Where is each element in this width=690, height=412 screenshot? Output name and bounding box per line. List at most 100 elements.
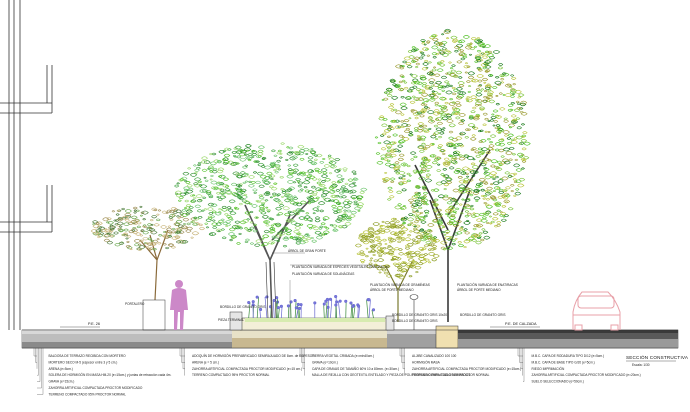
leaf-mark: [247, 153, 253, 157]
leaf-mark: [244, 180, 249, 183]
plant-stem: [296, 307, 299, 319]
leaf-mark: [436, 212, 443, 217]
leaf-mark: [449, 154, 454, 158]
leaf-mark: [365, 247, 369, 250]
leaf-mark: [403, 86, 409, 90]
leaf-mark: [510, 190, 515, 193]
leaf-mark: [204, 179, 209, 182]
leaf-mark: [464, 45, 473, 50]
section-scale: Escala: 1/30: [632, 363, 650, 367]
leaf-mark: [497, 83, 502, 86]
leaf-mark: [484, 60, 492, 65]
leaf-mark: [321, 174, 329, 178]
tree-label-6: PLANTACIÓN VARIADA DE ENATIRACAS: [457, 282, 518, 287]
leaf-mark: [448, 160, 453, 163]
leaf-mark: [492, 217, 499, 221]
leaf-mark: [403, 56, 411, 61]
leaf-mark: [389, 103, 395, 106]
leaf-mark: [418, 91, 423, 94]
flower-head: [294, 306, 298, 310]
leaf-mark: [320, 168, 328, 172]
leaf-mark: [274, 222, 282, 227]
leaf-mark: [124, 218, 130, 222]
leaf-mark: [435, 181, 444, 186]
leaf-mark: [100, 229, 107, 233]
leaf-mark: [228, 232, 236, 236]
leaf-mark: [520, 158, 526, 161]
leaf-mark: [443, 174, 450, 178]
leaf-mark: [386, 93, 393, 97]
leaf-mark: [493, 186, 501, 190]
leaf-mark: [411, 208, 419, 212]
leaf-mark: [423, 230, 428, 233]
leaf-mark: [406, 262, 412, 266]
leaf-mark: [318, 201, 326, 206]
leaf-mark: [514, 89, 522, 94]
leaf-mark: [451, 86, 456, 90]
leaf-mark: [515, 117, 521, 120]
leaf-mark: [255, 239, 263, 243]
flower-head: [371, 308, 376, 312]
leaf-mark: [254, 160, 259, 163]
leaf-mark: [479, 44, 487, 48]
leaf-mark: [483, 167, 490, 172]
leaf-mark: [183, 191, 188, 194]
leaf-mark: [247, 158, 252, 162]
mid-label-6: BORDILLO DE GRANITO GRIS: [460, 313, 505, 317]
leaf-mark: [426, 169, 430, 172]
leaf-mark: [98, 226, 106, 231]
leaf-mark: [450, 35, 458, 40]
leaf-mark: [400, 106, 408, 111]
leaf-mark: [419, 114, 425, 118]
leaf-mark: [312, 226, 320, 231]
leaf-mark: [369, 235, 375, 238]
leaf-mark: [430, 97, 435, 100]
leaf-mark: [424, 85, 431, 89]
leaf-mark: [253, 171, 258, 174]
flower-head: [286, 304, 290, 308]
leaf-mark: [176, 228, 183, 232]
leaf-mark: [445, 90, 453, 95]
leaf-mark: [346, 200, 353, 205]
leaf-mark: [139, 239, 144, 243]
leaf-mark: [492, 49, 501, 54]
leaf-mark: [484, 63, 489, 67]
leaf-mark: [482, 230, 489, 234]
leaf-mark: [477, 130, 482, 133]
leaf-mark: [387, 125, 393, 129]
leaf-mark: [400, 206, 407, 210]
leaf-mark: [448, 123, 456, 128]
leaf-mark: [286, 151, 294, 156]
leaf-mark: [494, 148, 500, 152]
leaf-mark: [139, 205, 143, 208]
leaf-mark: [492, 109, 499, 113]
leaf-mark: [494, 142, 502, 146]
leaf-mark: [212, 167, 218, 171]
leaf-mark: [430, 134, 437, 139]
leaf-mark: [440, 180, 448, 184]
leaf-mark: [222, 149, 227, 153]
leaf-mark: [472, 227, 477, 231]
leaf-mark: [230, 182, 238, 187]
leaf-mark: [165, 212, 169, 215]
leaf-mark: [444, 28, 451, 33]
leaf-mark: [259, 207, 266, 211]
leaf-mark: [434, 203, 439, 207]
leaf-mark: [269, 174, 276, 178]
leaf-mark: [420, 195, 427, 199]
leaf-mark: [459, 119, 464, 122]
callout-label: TERRENO COMPACTADO 95% PROCTOR NORMAL: [192, 373, 270, 377]
leaf-mark: [422, 195, 428, 198]
leaf-mark: [426, 40, 431, 43]
leaf-mark: [512, 172, 518, 176]
leaf-mark: [411, 74, 418, 78]
leaf-mark: [462, 206, 467, 210]
leaf-mark: [322, 234, 326, 237]
leaf-mark: [388, 250, 395, 254]
leaf-mark: [492, 85, 498, 89]
leaf-mark: [291, 155, 298, 160]
leaf-mark: [359, 258, 366, 263]
leaf-mark: [508, 123, 516, 128]
leaf-mark: [192, 222, 198, 226]
leaf-mark: [282, 236, 290, 241]
